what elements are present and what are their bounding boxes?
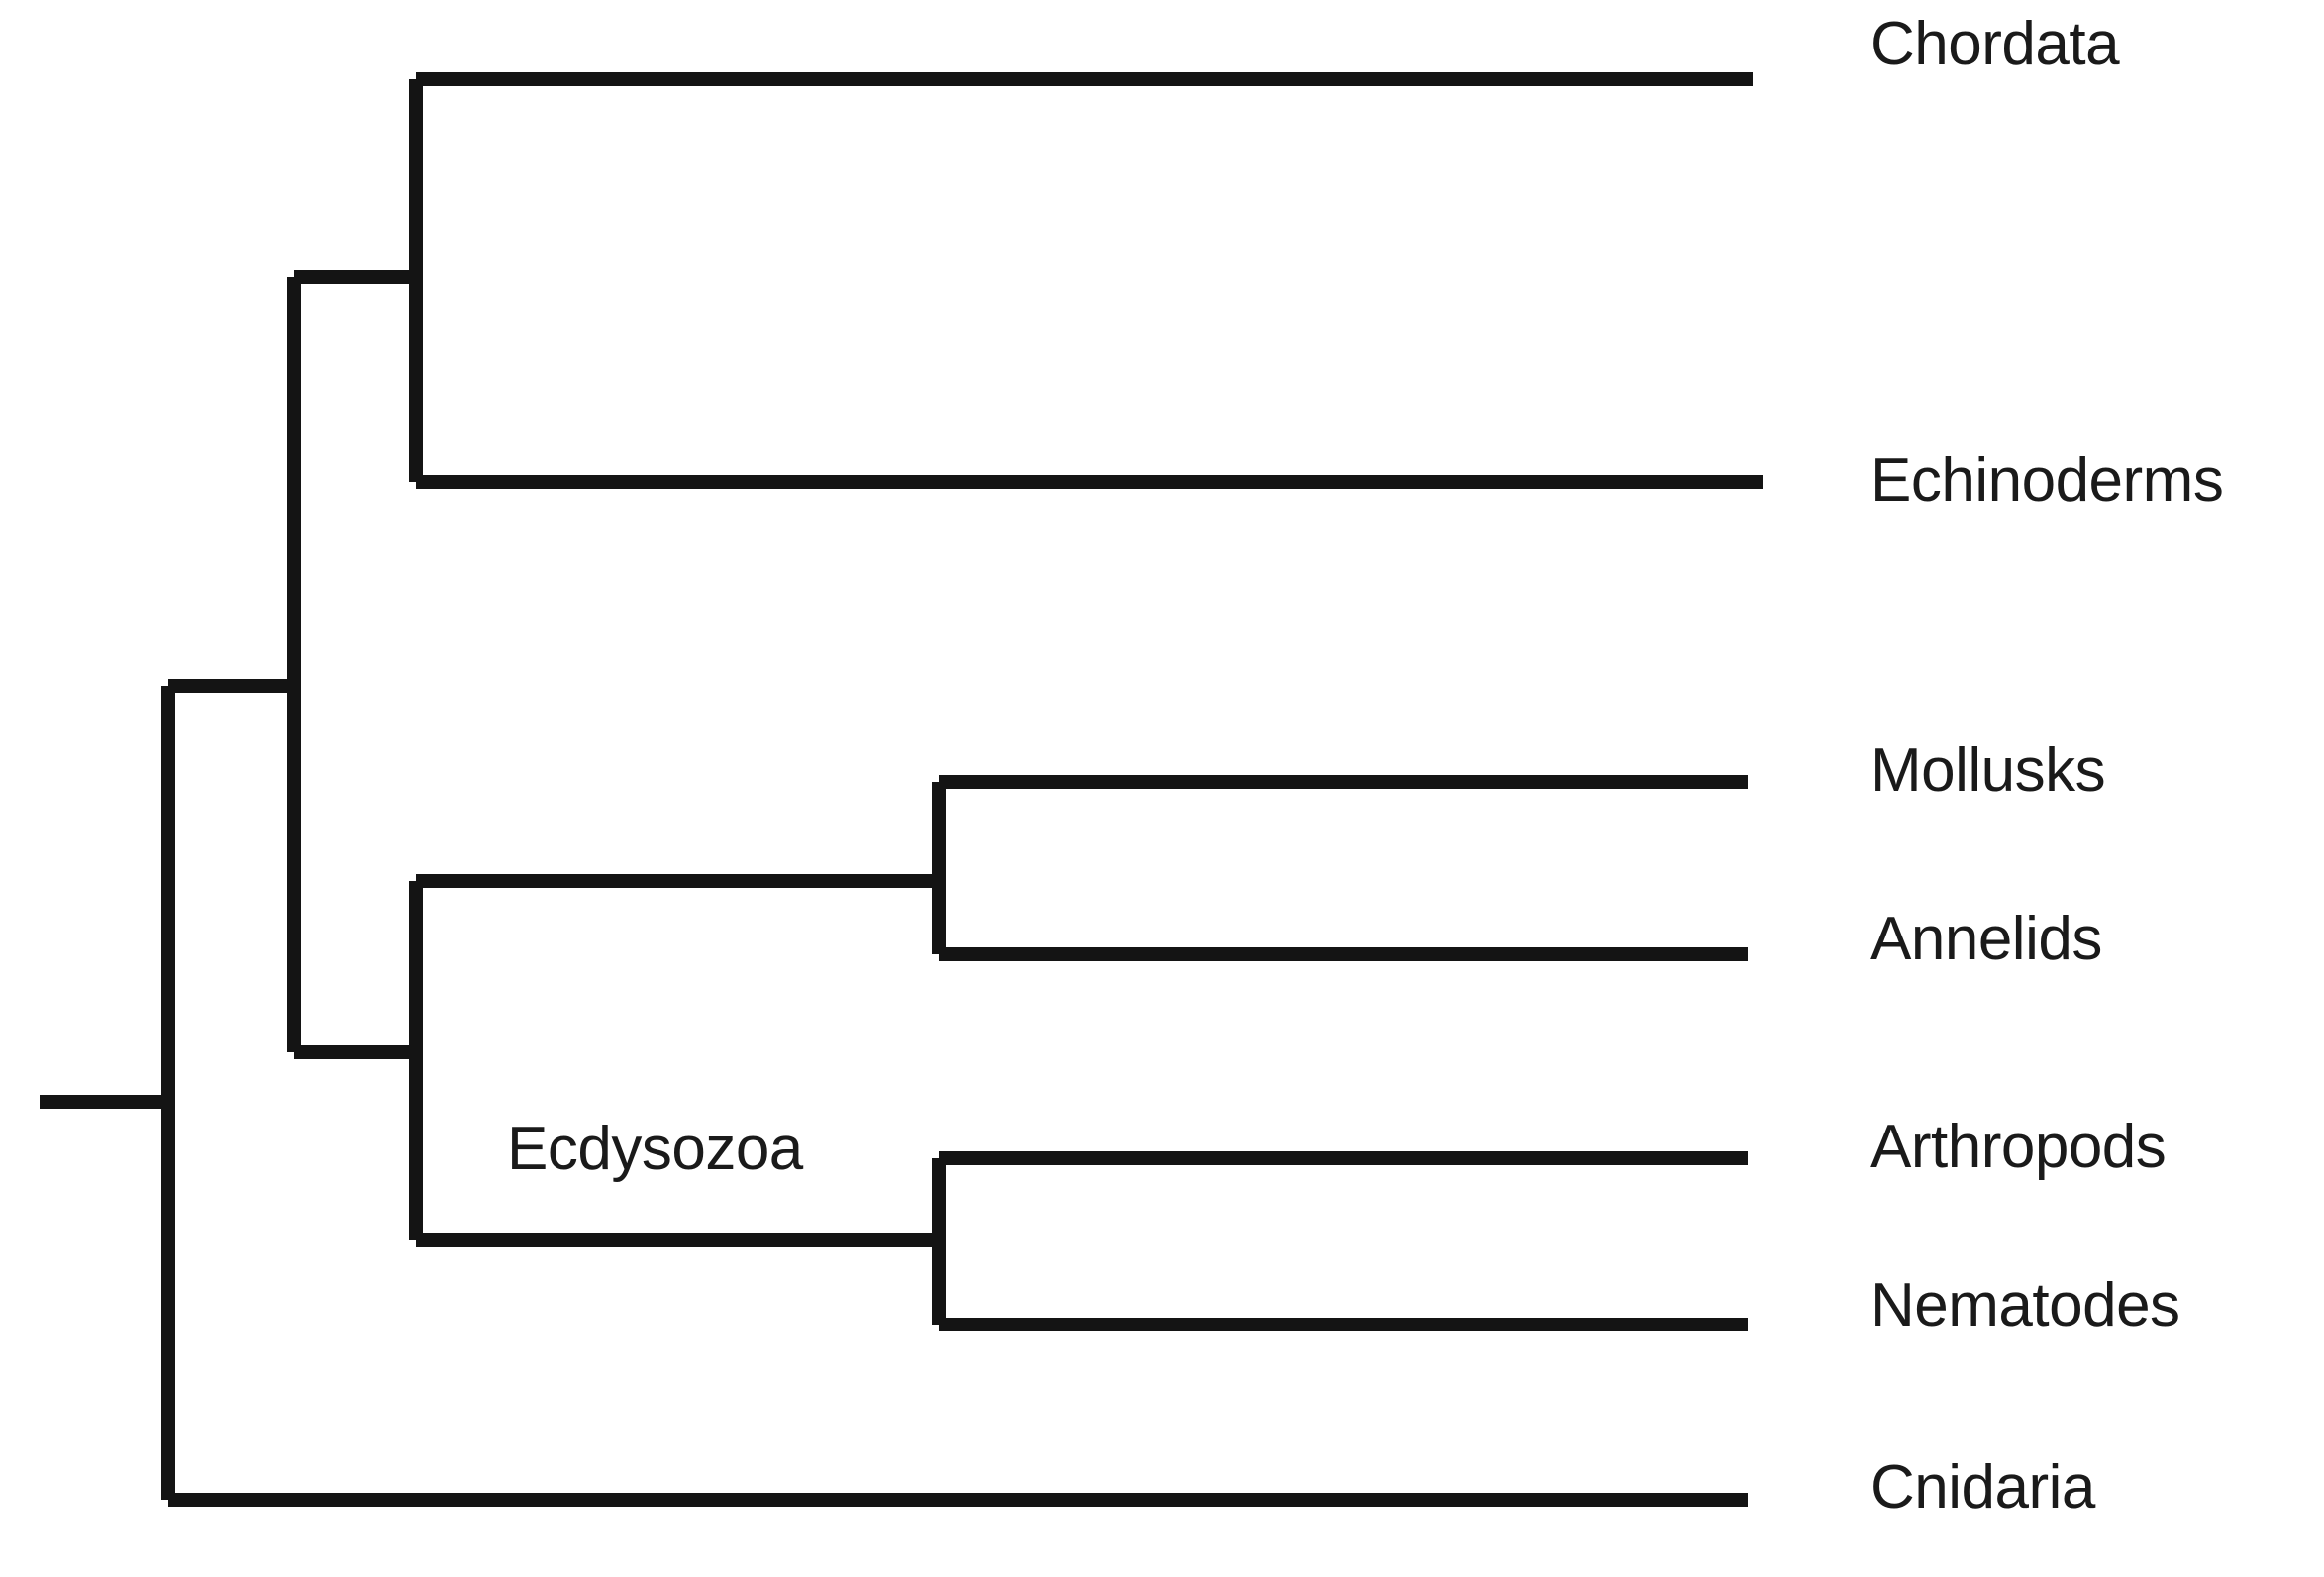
branch-lines — [40, 79, 946, 1500]
clade-label-ecdysozoa: Ecdysozoa — [507, 1115, 803, 1183]
tip-label-mollusks: Mollusks — [1870, 737, 2106, 805]
tip-label-chordata: Chordata — [1870, 10, 2120, 78]
tip-label-arthropods: Arthropods — [1870, 1113, 2167, 1181]
tip-label-annelids: Annelids — [1870, 905, 2102, 973]
tip-label-nematodes: Nematodes — [1870, 1271, 2180, 1339]
tip-label-echinoderms: Echinoderms — [1870, 446, 2224, 515]
tip-label-cnidaria: Cnidaria — [1870, 1453, 2095, 1522]
tip-branch-lines — [168, 72, 1763, 1507]
